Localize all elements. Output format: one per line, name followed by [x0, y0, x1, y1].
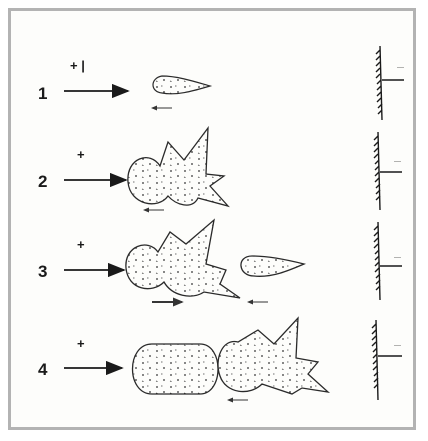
incoming-arrows: [64, 91, 128, 368]
scale-2: [374, 132, 402, 210]
row-1-shape: [152, 76, 210, 108]
row-2-shape: [128, 128, 228, 210]
row-3-shape: [126, 220, 304, 302]
scale-bars: [372, 46, 404, 400]
scale-3: [374, 222, 402, 300]
scale-1: [376, 46, 404, 120]
row-4-shape: [133, 318, 329, 400]
scale-4: [372, 320, 402, 400]
